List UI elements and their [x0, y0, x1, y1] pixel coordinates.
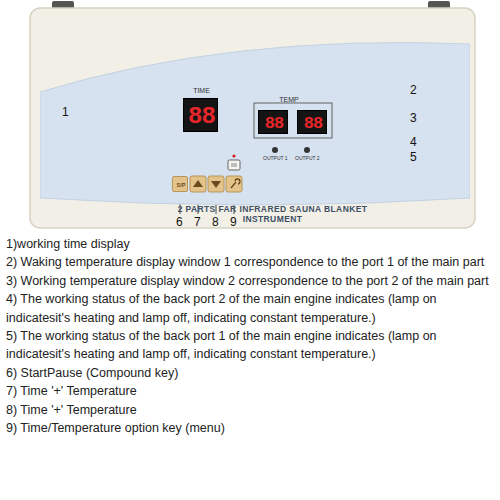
callout-number: 7: [194, 215, 201, 229]
display-heading: TEMP: [274, 96, 304, 104]
callout-number: 9: [230, 215, 237, 229]
callout-number: 1: [62, 105, 69, 119]
callout-number: 2: [410, 83, 417, 97]
front-panel: 2 PARTS FAR INFRARED SAUNA BLANKET INSTR…: [40, 40, 470, 225]
description-line: 5) The working status of the back port 1…: [6, 327, 496, 364]
description-line: 1)working time display: [6, 235, 496, 253]
button-label: S/P: [173, 182, 189, 188]
port-label: OUTPUT 1: [263, 155, 288, 161]
panel-outline: [40, 40, 470, 225]
callout-number: 5: [410, 150, 417, 164]
legend-list: 1)working time display2) Waking temperat…: [6, 235, 496, 437]
callout-number: 6: [176, 215, 183, 229]
description-line: 3) Working temperature display window 2 …: [6, 272, 496, 290]
time-display: TIME88: [183, 98, 218, 132]
display-heading: TIME: [182, 87, 221, 95]
callout-number: 3: [410, 111, 417, 125]
segment-digits: 88: [184, 103, 219, 131]
callout-number: 4: [410, 135, 417, 149]
device-casing: [30, 8, 475, 228]
start-pause-button: S/P: [172, 176, 188, 192]
temp-display: 88: [297, 110, 327, 134]
description-line: 7) Time '+' Temperature: [6, 382, 496, 400]
callout-number: 8: [212, 215, 219, 229]
description-line: 8) Time '+' Temperature: [6, 401, 496, 419]
segment-digits: 88: [259, 114, 289, 134]
product-name: 2 PARTS FAR INFRARED SAUNA BLANKET INSTR…: [175, 205, 370, 225]
description-line: 4) The working status of the back port 2…: [6, 290, 496, 327]
segment-digits: 88: [298, 114, 328, 134]
description-line: 6) StartPause (Compound key): [6, 364, 496, 382]
port-label: OUTPUT 2: [295, 155, 320, 161]
panel-shape: [40, 43, 470, 205]
description-line: 9) Time/Temperature option key (menu): [6, 419, 496, 437]
temp-display: TEMP88: [258, 110, 288, 134]
description-line: 2) Waking temperature display window 1 c…: [6, 253, 496, 271]
